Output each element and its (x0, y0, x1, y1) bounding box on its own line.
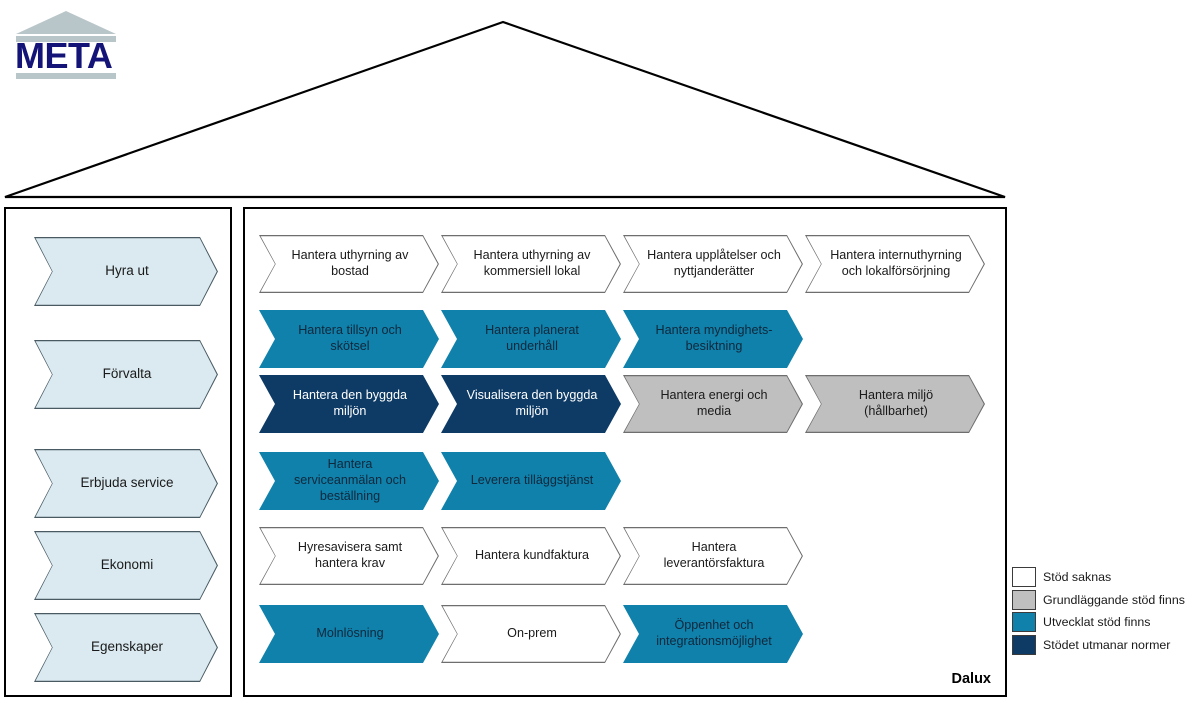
capability-forvalta-2-3[interactable]: Hantera energi och media (623, 375, 803, 433)
capability-ekonomi-3[interactable]: Hantera leverantörsfaktura (623, 527, 803, 585)
sidebar-item-label: Erbjuda service (80, 475, 174, 491)
capability-grid: Hantera uthyrning av bostad Hantera uthyr… (245, 209, 1005, 695)
legend-item-2: Grundläggande stöd finns (1012, 589, 1198, 612)
svg-text:META: META (15, 35, 113, 76)
capability-hyra-ut-2[interactable]: Hantera uthyrning av kommersiell lokal (441, 235, 621, 293)
legend-item-4: Stödet utmanar normer (1012, 634, 1198, 657)
capability-label: Hantera internuthyrning och lokalförsörj… (830, 248, 962, 278)
sidebar-item-3[interactable]: Erbjuda service (34, 449, 218, 518)
capability-egenskaper-2[interactable]: On-prem (441, 605, 621, 663)
legend-item-3: Utvecklat stöd finns (1012, 611, 1198, 634)
capability-egenskaper-1[interactable]: Molnlösning (259, 605, 439, 663)
capability-ekonomi-2[interactable]: Hantera kundfaktura (441, 527, 621, 585)
capability-label: Visualisera den byggda miljön (466, 388, 598, 418)
legend-item-1: Stöd saknas (1012, 566, 1198, 589)
capability-label: Hantera planerat underhåll (485, 323, 579, 353)
capability-forvalta-2-4[interactable]: Hantera miljö (hållbarhet) (805, 375, 985, 433)
capability-label: Hantera tillsyn och skötsel (298, 323, 402, 353)
sidebar-item-label: Egenskaper (90, 639, 164, 655)
capability-label: On-prem (507, 626, 557, 641)
capability-label: Hantera upplåtelser och nyttjanderätter (647, 248, 781, 278)
sidebar-item-4[interactable]: Ekonomi (34, 531, 218, 600)
capability-label: Hantera miljö (hållbarhet) (858, 388, 934, 418)
capability-forvalta-1-1[interactable]: Hantera tillsyn och skötsel (259, 310, 439, 368)
sidebar-item-1[interactable]: Hyra ut (34, 237, 218, 306)
sidebar-item-label: Hyra ut (105, 263, 149, 279)
capability-hyra-ut-4[interactable]: Hantera internuthyrning och lokalförsörj… (805, 235, 985, 293)
capability-label: Hantera serviceanmälan och beställning (293, 457, 406, 503)
legend-swatch-navy (1012, 634, 1036, 655)
capability-forvalta-1-3[interactable]: Hantera myndighets-besiktning (623, 310, 803, 368)
legend-label: Stödet utmanar normer (1043, 637, 1171, 652)
capability-forvalta-2-2[interactable]: Visualisera den byggda miljön (441, 375, 621, 433)
capability-label: Molnlösning (316, 626, 384, 641)
sidebar-item-2[interactable]: Förvalta (34, 340, 218, 409)
legend-swatch-teal (1012, 612, 1036, 633)
capability-erbjuda-service-2[interactable]: Leverera tilläggstjänst (441, 452, 621, 510)
capability-forvalta-1-2[interactable]: Hantera planerat underhåll (441, 310, 621, 368)
capability-label: Hyresavisera samt hantera krav (297, 540, 403, 570)
sidebar-item-5[interactable]: Egenskaper (34, 613, 218, 682)
vendor-label: Dalux (951, 671, 992, 687)
capability-label: Leverera tilläggstjänst (470, 473, 594, 488)
legend-label: Stöd saknas (1043, 570, 1112, 585)
legend-swatch-gray (1012, 589, 1036, 610)
capability-label: Hantera uthyrning av bostad (291, 248, 409, 278)
capability-egenskaper-3[interactable]: Öppenhet och integrationsmöjlighet (623, 605, 803, 663)
sidebar-item-label: Ekonomi (100, 557, 154, 573)
capability-label: Hantera energi och media (660, 388, 768, 418)
capability-forvalta-2-1[interactable]: Hantera den byggda miljön (259, 375, 439, 433)
capability-label: Hantera uthyrning av kommersiell lokal (473, 248, 591, 278)
legend-swatch-white (1012, 567, 1036, 588)
meta-logo: META (8, 8, 178, 80)
capability-hyra-ut-3[interactable]: Hantera upplåtelser och nyttjanderätter (623, 235, 803, 293)
sidebar-item-label: Förvalta (102, 366, 152, 382)
legend-label: Utvecklat stöd finns (1043, 615, 1151, 630)
legend-label: Grundläggande stöd finns (1043, 592, 1185, 607)
house-roof-triangle-icon (0, 14, 1015, 204)
capability-label: Öppenhet och integrationsmöjlighet (656, 618, 772, 648)
capability-hyra-ut-1[interactable]: Hantera uthyrning av bostad (259, 235, 439, 293)
capability-label: Hantera myndighets-besiktning (655, 323, 773, 353)
capability-label: Hantera leverantörsfaktura (663, 540, 765, 570)
capability-map-panel: Hantera uthyrning av bostad Hantera uthyr… (243, 207, 1007, 697)
capability-erbjuda-service-1[interactable]: Hantera serviceanmälan och beställning (259, 452, 439, 510)
capability-label: Hantera den byggda miljön (292, 388, 408, 418)
capability-label: Hantera kundfaktura (474, 548, 590, 563)
capability-ekonomi-1[interactable]: Hyresavisera samt hantera krav (259, 527, 439, 585)
